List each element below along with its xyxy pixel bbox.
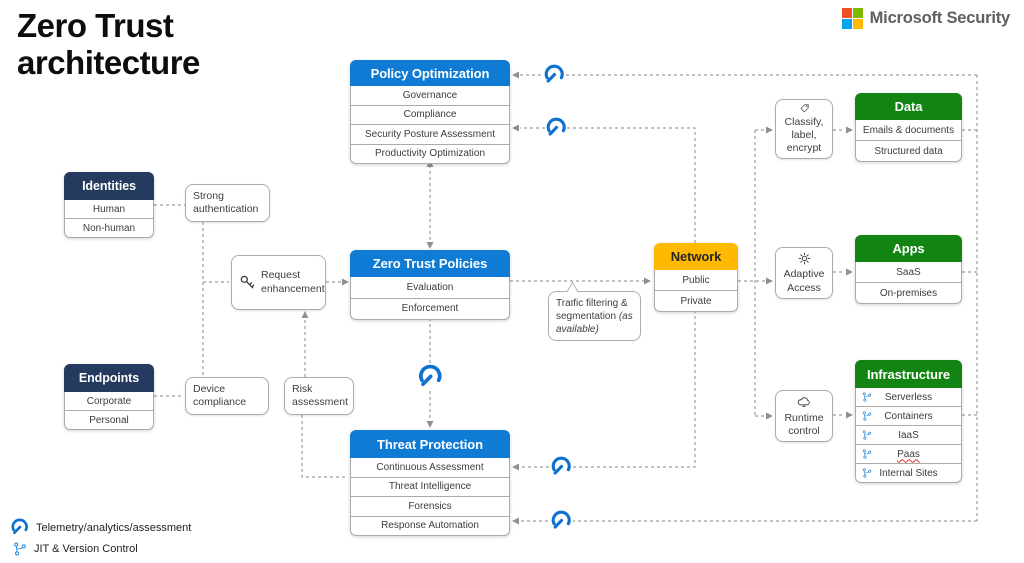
callout-note: (as available) <box>556 311 633 335</box>
box-row: Personal <box>64 411 154 430</box>
telemetry-icon <box>10 518 29 537</box>
box-title: Threat Protection <box>350 430 510 458</box>
helper-label: Adaptive Access <box>783 268 825 294</box>
box-row: Serverless <box>855 388 962 407</box>
box-title: Network <box>654 243 738 270</box>
box-title: Identities <box>64 172 154 200</box>
apps-box: Apps SaaS On-premises <box>855 235 962 304</box>
box-row: Containers <box>855 407 962 426</box>
helper-label: Device compliance <box>193 382 247 408</box>
strong-authentication-box: Strong authentication <box>185 184 270 222</box>
box-row-label: IaaS <box>898 429 919 441</box>
box-row: Structured data <box>855 141 962 162</box>
tag-icon <box>797 103 812 114</box>
helper-label: Classify, label, encrypt <box>784 115 824 154</box>
callout-label: Traffic filtering & segmentation <box>556 298 628 322</box>
box-row: Public <box>654 270 738 291</box>
box-row: IaaS <box>855 426 962 445</box>
device-compliance-box: Device compliance <box>185 377 269 415</box>
box-row: Evaluation <box>350 277 510 299</box>
legend-label: JIT & Version Control <box>34 543 138 555</box>
box-title: Infrastructure <box>855 360 962 388</box>
helper-label: Risk assessment <box>292 382 349 408</box>
runtime-control-box: Runtime control <box>775 390 833 442</box>
jit-icon <box>862 411 872 421</box>
key-icon <box>239 274 256 291</box>
box-row: Security Posture Assessment <box>350 125 510 145</box>
box-row: Corporate <box>64 392 154 411</box>
box-row: Forensics <box>350 497 510 517</box>
box-row: Private <box>654 291 738 312</box>
endpoints-box: Endpoints Corporate Personal <box>64 364 154 430</box>
legend: Telemetry/analytics/assessment JIT & Ver… <box>10 518 191 561</box>
jit-icon <box>13 542 27 556</box>
box-row: Productivity Optimization <box>350 144 510 164</box>
box-row: SaaS <box>855 262 962 283</box>
jit-icon <box>862 430 872 440</box>
jit-icon <box>862 392 872 402</box>
gear-icon <box>797 251 812 266</box>
box-row: Human <box>64 200 154 219</box>
box-row: Paas <box>855 445 962 464</box>
legend-item-telemetry: Telemetry/analytics/assessment <box>10 518 191 537</box>
adaptive-access-box: Adaptive Access <box>775 247 833 299</box>
jit-icon <box>862 449 872 459</box>
zero-trust-policies-box: Zero Trust Policies Evaluation Enforceme… <box>350 250 510 320</box>
box-row: On-premises <box>855 283 962 304</box>
helper-label: Strong authentication <box>193 189 259 215</box>
box-row: Governance <box>350 86 510 106</box>
jit-icon <box>862 468 872 478</box>
infrastructure-box: Infrastructure Serverless Containers Iaa… <box>855 360 962 483</box>
helper-label: Request enhancement <box>261 269 325 295</box>
brand: Microsoft Security <box>842 8 1010 29</box>
box-row: Enforcement <box>350 298 510 320</box>
box-row: Internal Sites <box>855 464 962 483</box>
brand-name: Microsoft Security <box>869 8 1011 27</box>
helper-label: Runtime control <box>784 411 824 437</box>
risk-assessment-box: Risk assessment <box>284 377 354 415</box>
box-title: Policy Optimization <box>350 60 510 86</box>
traffic-filtering-callout: Traffic filtering & segmentation (as ava… <box>548 281 641 341</box>
request-enhancement-box: Request enhancement <box>231 255 326 310</box>
box-row: Threat Intelligence <box>350 477 510 497</box>
box-row-label: Paas <box>897 448 920 460</box>
legend-item-jit: JIT & Version Control <box>13 542 191 556</box>
box-title: Apps <box>855 235 962 262</box>
microsoft-logo-icon <box>842 8 863 29</box>
box-title: Zero Trust Policies <box>350 250 510 277</box>
threat-protection-box: Threat Protection Continuous Assessment … <box>350 430 510 536</box>
box-row-label: Serverless <box>884 391 933 403</box>
box-row-label: Internal Sites <box>879 467 938 479</box>
box-title: Endpoints <box>64 364 154 392</box>
page-title: Zero Trust architecture <box>17 7 200 81</box>
box-row: Emails & documents <box>855 120 962 141</box>
cloud-icon <box>796 394 812 410</box>
policy-optimization-box: Policy Optimization Governance Complianc… <box>350 60 510 164</box>
classify-label-encrypt-box: Classify, label, encrypt <box>775 99 833 159</box>
box-row: Continuous Assessment <box>350 458 510 478</box>
box-row-label: Containers <box>884 410 933 422</box>
legend-label: Telemetry/analytics/assessment <box>36 521 192 534</box>
box-row: Non-human <box>64 219 154 238</box>
network-box: Network Public Private <box>654 243 738 312</box>
box-title: Data <box>855 93 962 120</box>
box-row: Compliance <box>350 105 510 125</box>
identities-box: Identities Human Non-human <box>64 172 154 238</box>
data-box: Data Emails & documents Structured data <box>855 93 962 162</box>
box-row: Response Automation <box>350 516 510 536</box>
